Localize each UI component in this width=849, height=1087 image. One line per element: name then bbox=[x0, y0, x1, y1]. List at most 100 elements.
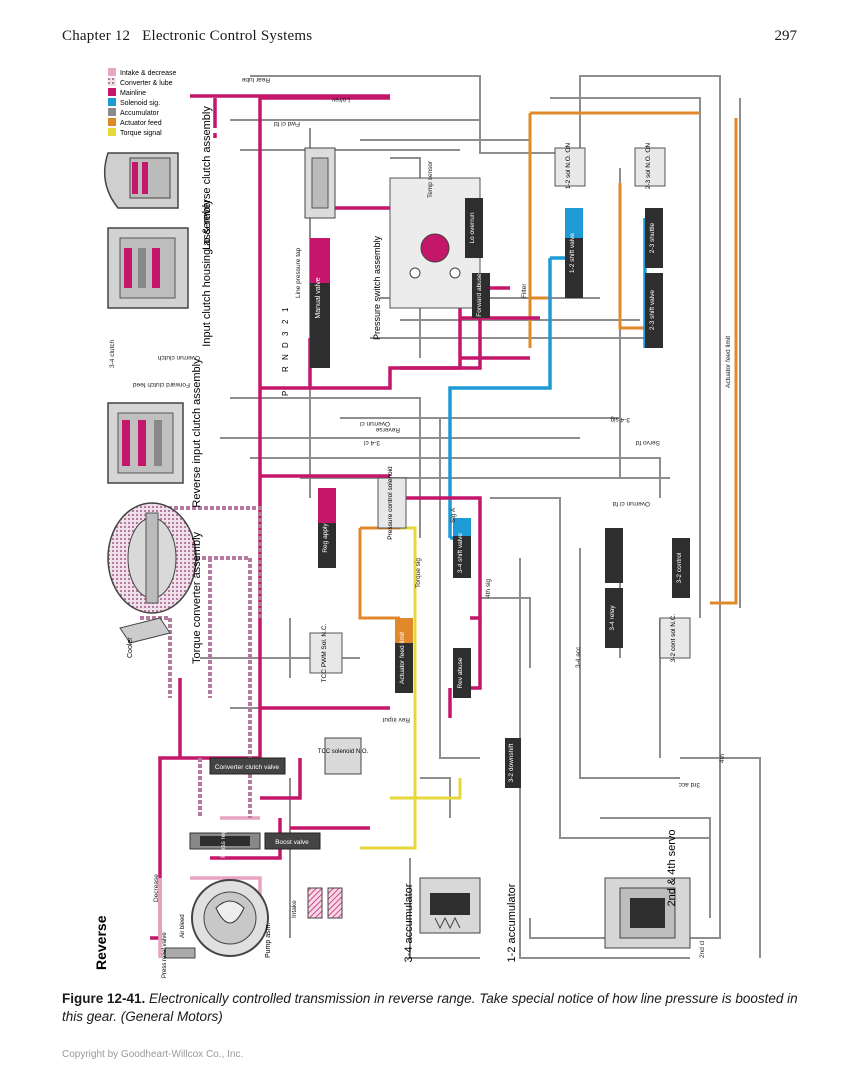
torque-sig-text: Torque sig bbox=[415, 558, 422, 588]
lo-reverse-label: Lo & reverse clutch assembly bbox=[201, 106, 213, 250]
pump-label: Pump asm. bbox=[265, 923, 272, 958]
lo-reverse-clutch-assembly: Lo & reverse clutch assembly bbox=[103, 106, 213, 250]
acc-34-text: 3-4 acc bbox=[575, 646, 582, 668]
input-clutch-label: Input clutch housing assembly bbox=[201, 199, 213, 347]
overrun-cl-text: Overrun cl bbox=[359, 420, 390, 427]
air-bleed-label: Air bleed bbox=[180, 914, 186, 938]
chapter-number: Chapter 12 bbox=[62, 28, 131, 44]
legend-label-actuator: Actuator feed bbox=[120, 120, 162, 127]
decrease-text: Decrease bbox=[153, 874, 160, 902]
rev-input-text: Rev input bbox=[382, 716, 410, 723]
shift-valves-column: Lo overrun Forward abuse 1-2 shift valve… bbox=[318, 198, 690, 788]
shuttle-23-label: 2-3 shuttle bbox=[649, 222, 656, 253]
chapter-heading: Chapter 12 Electronic Control Systems bbox=[62, 28, 312, 45]
manual-positions: P R N D 3 2 1 bbox=[281, 307, 290, 396]
legend-label-converter: Converter & lube bbox=[120, 80, 173, 87]
forward-abuse-label: Forward abuse bbox=[476, 273, 483, 317]
filter-text: Filter bbox=[521, 283, 528, 298]
copyright-notice: Copyright by Goodheart-Willcox Co., Inc. bbox=[62, 1049, 244, 1060]
sol-23-label: 2-3 sol N.O. ON bbox=[645, 143, 652, 190]
manual-valve-label: Manual valve bbox=[315, 277, 322, 318]
tcc-solenoid-label: TCC solenoid N.O. bbox=[318, 749, 369, 755]
cl-34-text: 3-4 cl bbox=[364, 439, 380, 446]
control-32-label: 3-2 control bbox=[676, 552, 683, 583]
actuator-feed-limit-text: Actuator feed limit bbox=[725, 336, 732, 388]
input-clutch-housing: Input clutch housing assembly bbox=[107, 199, 213, 347]
pressure-switch-assembly: Pressure switch assembly bbox=[372, 177, 481, 340]
torque-converter: Torque converter assembly Cooler bbox=[107, 502, 203, 664]
legend-label-torque: Torque signal bbox=[120, 130, 162, 137]
shift-34-label: 3-4 shift valve bbox=[457, 533, 464, 573]
converter-clutch-label: Converter clutch valve bbox=[215, 764, 280, 771]
fourth-text: 4th bbox=[719, 754, 726, 763]
sol-12-label: 1-2 sol N.O. ON bbox=[565, 143, 572, 190]
legend-label-accumulator: Accumulator bbox=[120, 110, 160, 117]
legend-swatch-accumulator bbox=[108, 108, 116, 116]
pos-r: R bbox=[281, 366, 290, 372]
pos-p: P bbox=[281, 391, 290, 396]
pump-assembly: Pump asm. Press relief valve Air bleed bbox=[162, 879, 343, 978]
clutch-34-text: 3-4 clutch bbox=[109, 339, 116, 368]
sol-32-label: 3-2 cont sol N.C. bbox=[670, 614, 677, 663]
third-acc-text: 3rd acc bbox=[678, 781, 700, 788]
relay-34-label: 3-4 relay bbox=[609, 605, 616, 631]
sig-34-text: 3-4 sig bbox=[610, 416, 630, 423]
servo-label: 2nd & 4th servo bbox=[666, 829, 678, 906]
filter-box bbox=[307, 887, 323, 919]
fourth-sig-text: 4th sig bbox=[485, 578, 492, 598]
overrun-clutch-text: Overrun clutch bbox=[157, 354, 200, 361]
chapter-title: Electronic Control Systems bbox=[142, 28, 313, 44]
rev-abuse-label: Rev abuse bbox=[457, 657, 464, 688]
overrun-cl-fd-text: Overrun cl fd bbox=[612, 500, 650, 507]
manual-valve: Manual valve P R N D 3 2 1 bbox=[281, 147, 336, 396]
accumulators: 3-4 accumulator 1-2 accumulator bbox=[403, 877, 518, 962]
legend-label-mainline: Mainline bbox=[120, 90, 146, 97]
legend-swatch-torque bbox=[108, 128, 116, 136]
temp-sensor-text: Temp sensor bbox=[427, 160, 434, 198]
legend-swatch-actuator bbox=[108, 118, 116, 126]
actuator-feed-label: Actuator feed limit bbox=[399, 632, 406, 684]
intake-text: Intake bbox=[291, 900, 298, 918]
pressure-control-label: Pressure control solenoid bbox=[387, 466, 394, 540]
reverse-input-clutch: Reverse input clutch assembly bbox=[107, 358, 203, 508]
pressure-regulator-group: Press reg Boost valve Converter clutch v… bbox=[189, 737, 369, 858]
rear-lube-text: Rear lube bbox=[241, 76, 270, 83]
figure-caption-text: Electronically controlled transmission i… bbox=[62, 991, 798, 1024]
pos-3: 3 bbox=[281, 331, 290, 336]
line-pressure-tap-text: Line pressure tap bbox=[295, 247, 302, 298]
color-legend: Intake & decrease Converter & lube Mainl… bbox=[108, 68, 177, 137]
legend-swatch-converter bbox=[108, 78, 116, 86]
pressure-switch-label: Pressure switch assembly bbox=[372, 235, 382, 340]
torque-converter-label: Torque converter assembly bbox=[191, 531, 203, 664]
second-cl-text: 2nd cl bbox=[699, 940, 706, 958]
downshift-32-label: 3-2 downshift bbox=[508, 743, 515, 782]
reverse-text: Reverse bbox=[375, 426, 400, 433]
pos-2: 2 bbox=[281, 319, 290, 324]
legend-label-solenoid: Solenoid sig. bbox=[120, 100, 160, 107]
reg-apply-label: Reg apply bbox=[322, 523, 329, 553]
shift-12-label: 1-2 shift valve bbox=[569, 233, 576, 273]
figure-label: Figure 12-41. bbox=[62, 991, 146, 1006]
servo-2nd-4th: 2nd & 4th servo bbox=[604, 829, 691, 949]
hydraulic-diagram: Intake & decrease Converter & lube Mainl… bbox=[60, 58, 796, 983]
figure-caption: Figure 12-41. Electronically controlled … bbox=[62, 990, 802, 1026]
lo-overrun-label: Lo overrun bbox=[469, 212, 476, 243]
press-relief-valve bbox=[164, 947, 196, 959]
screen-box bbox=[327, 887, 343, 919]
solenoids: 1-2 sol N.O. ON 2-3 sol N.O. ON 3-2 cont… bbox=[309, 143, 691, 682]
press-reg-label: Press reg bbox=[220, 830, 227, 858]
legend-label-intake: Intake & decrease bbox=[120, 70, 177, 77]
legend-swatch-mainline bbox=[108, 88, 116, 96]
cooler-label: Cooler bbox=[127, 637, 134, 658]
lo-rev-text: Lo/rev bbox=[331, 96, 350, 103]
sig-a-text: Sig A bbox=[450, 507, 457, 523]
hydraulic-schematic-svg: Intake & decrease Converter & lube Mainl… bbox=[93, 68, 761, 978]
legend-swatch-intake bbox=[108, 68, 116, 76]
page-number: 297 bbox=[774, 28, 798, 44]
accumulator-34-label: 3-4 accumulator bbox=[403, 883, 415, 962]
intake-lines bbox=[158, 816, 262, 958]
forward-clutch-feed-text: Forward clutch feed bbox=[133, 381, 190, 388]
passage-labels: Rear lube Lo/rev Fwd cl fd Overrun clutc… bbox=[109, 76, 732, 958]
pos-1: 1 bbox=[281, 307, 290, 312]
accumulator-12-label: 1-2 accumulator bbox=[506, 883, 518, 962]
